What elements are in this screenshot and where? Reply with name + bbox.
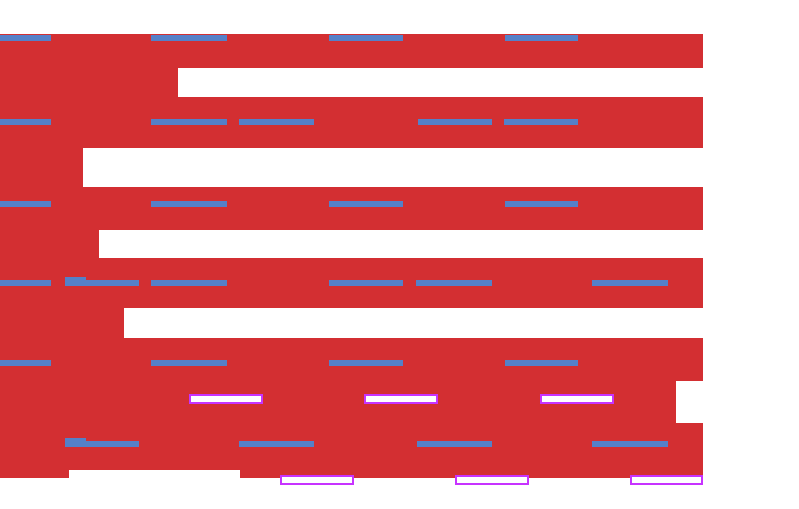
mask-gap bbox=[99, 230, 703, 258]
marker-bar-cap[interactable] bbox=[65, 277, 86, 281]
marker-bar-row2-3[interactable] bbox=[239, 119, 314, 125]
marker-bar-row2-5[interactable] bbox=[504, 119, 578, 125]
marker-bar-row3-1[interactable] bbox=[0, 201, 51, 207]
marker-bar-row5-4[interactable] bbox=[505, 360, 578, 366]
marker-bar-row3-4[interactable] bbox=[505, 201, 578, 207]
highlight-field-6[interactable] bbox=[630, 475, 703, 485]
marker-bar-row2-4[interactable] bbox=[418, 119, 492, 125]
marker-bar-row1-3[interactable] bbox=[329, 35, 403, 41]
highlight-field-5[interactable] bbox=[455, 475, 529, 485]
marker-bar-row1-4[interactable] bbox=[505, 35, 578, 41]
marker-bar-row4-2[interactable] bbox=[65, 280, 139, 286]
highlight-field-2[interactable] bbox=[364, 394, 438, 404]
marker-bar-row1-2[interactable] bbox=[151, 35, 227, 41]
mask-gap bbox=[69, 470, 240, 482]
marker-bar-row4-4[interactable] bbox=[329, 280, 403, 286]
marker-bar-row6-2[interactable] bbox=[239, 441, 314, 447]
page-title: Redacted Document View bbox=[0, 0, 1, 1]
mask-gap bbox=[83, 148, 703, 187]
marker-bar-row6-4[interactable] bbox=[592, 441, 668, 447]
marker-bar-row4-5[interactable] bbox=[416, 280, 492, 286]
marker-bar-row5-2[interactable] bbox=[151, 360, 227, 366]
marker-bar-row4-3[interactable] bbox=[151, 280, 227, 286]
marker-bar-row1-1[interactable] bbox=[0, 35, 51, 41]
marker-bar-row5-3[interactable] bbox=[329, 360, 403, 366]
marker-bar-row3-2[interactable] bbox=[151, 201, 227, 207]
mask-gap bbox=[178, 68, 703, 97]
marker-bar-row6-1[interactable] bbox=[65, 441, 139, 447]
marker-bar-row6-3[interactable] bbox=[417, 441, 492, 447]
highlight-field-4[interactable] bbox=[280, 475, 354, 485]
highlight-field-1[interactable] bbox=[189, 394, 263, 404]
marker-bar-row2-1[interactable] bbox=[0, 119, 51, 125]
marker-bar-row3-3[interactable] bbox=[329, 201, 403, 207]
mask-gap bbox=[124, 308, 703, 338]
marker-bar-row5-1[interactable] bbox=[0, 360, 51, 366]
marker-bar-row4-6[interactable] bbox=[592, 280, 668, 286]
marker-bar-row4-1[interactable] bbox=[0, 280, 51, 286]
marker-bar-row2-2[interactable] bbox=[151, 119, 227, 125]
mask-gap bbox=[676, 381, 703, 423]
marker-bar-cap[interactable] bbox=[65, 438, 86, 442]
highlight-field-3[interactable] bbox=[540, 394, 614, 404]
